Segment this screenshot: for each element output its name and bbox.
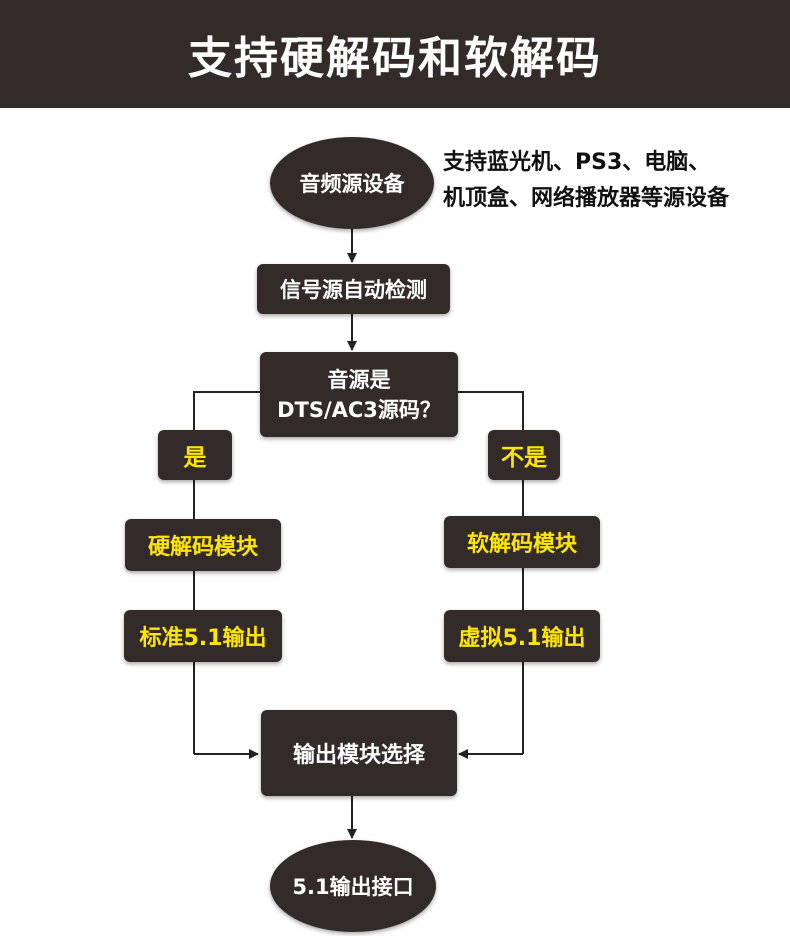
no-label: 不是	[501, 445, 547, 471]
source-device-label: 音频源设备	[299, 172, 405, 196]
page-title: 支持硬解码和软解码	[188, 33, 602, 84]
soft-decode-node: 软解码模块	[444, 516, 600, 568]
decision-node: 音源是 DTS/AC3源码？	[260, 352, 458, 437]
title-banner	[0, 0, 790, 108]
auto-detect-label: 信号源自动检测	[280, 278, 427, 302]
standard-output-node: 标准5.1输出	[124, 610, 282, 662]
auto-detect-node: 信号源自动检测	[257, 264, 450, 314]
yes-label-box: 是	[158, 430, 232, 480]
note-line-1: 支持蓝光机、PS3、电脑、	[443, 150, 711, 175]
virtual-output-node: 虚拟5.1输出	[444, 610, 600, 662]
soft-decode-label: 软解码模块	[466, 532, 577, 557]
source-device-node: 音频源设备	[270, 137, 434, 229]
decision-line-1: 音源是	[327, 367, 391, 392]
yes-label: 是	[183, 445, 207, 471]
standard-output-label: 标准5.1输出	[139, 626, 267, 651]
output-interface-node: 5.1输出接口	[270, 840, 436, 932]
decision-line-2: DTS/AC3源码？	[277, 397, 441, 422]
output-interface-label: 5.1输出接口	[292, 875, 414, 899]
hard-decode-node: 硬解码模块	[125, 519, 281, 571]
no-label-box: 不是	[488, 430, 560, 480]
output-select-node: 输出模块选择	[261, 710, 457, 796]
source-device-note: 支持蓝光机、PS3、电脑、 机顶盒、网络播放器等源设备	[443, 145, 729, 217]
note-line-2: 机顶盒、网络播放器等源设备	[443, 186, 730, 211]
virtual-output-label: 虚拟5.1输出	[458, 626, 586, 651]
hard-decode-label: 硬解码模块	[147, 535, 258, 560]
output-select-label: 输出模块选择	[292, 743, 425, 768]
